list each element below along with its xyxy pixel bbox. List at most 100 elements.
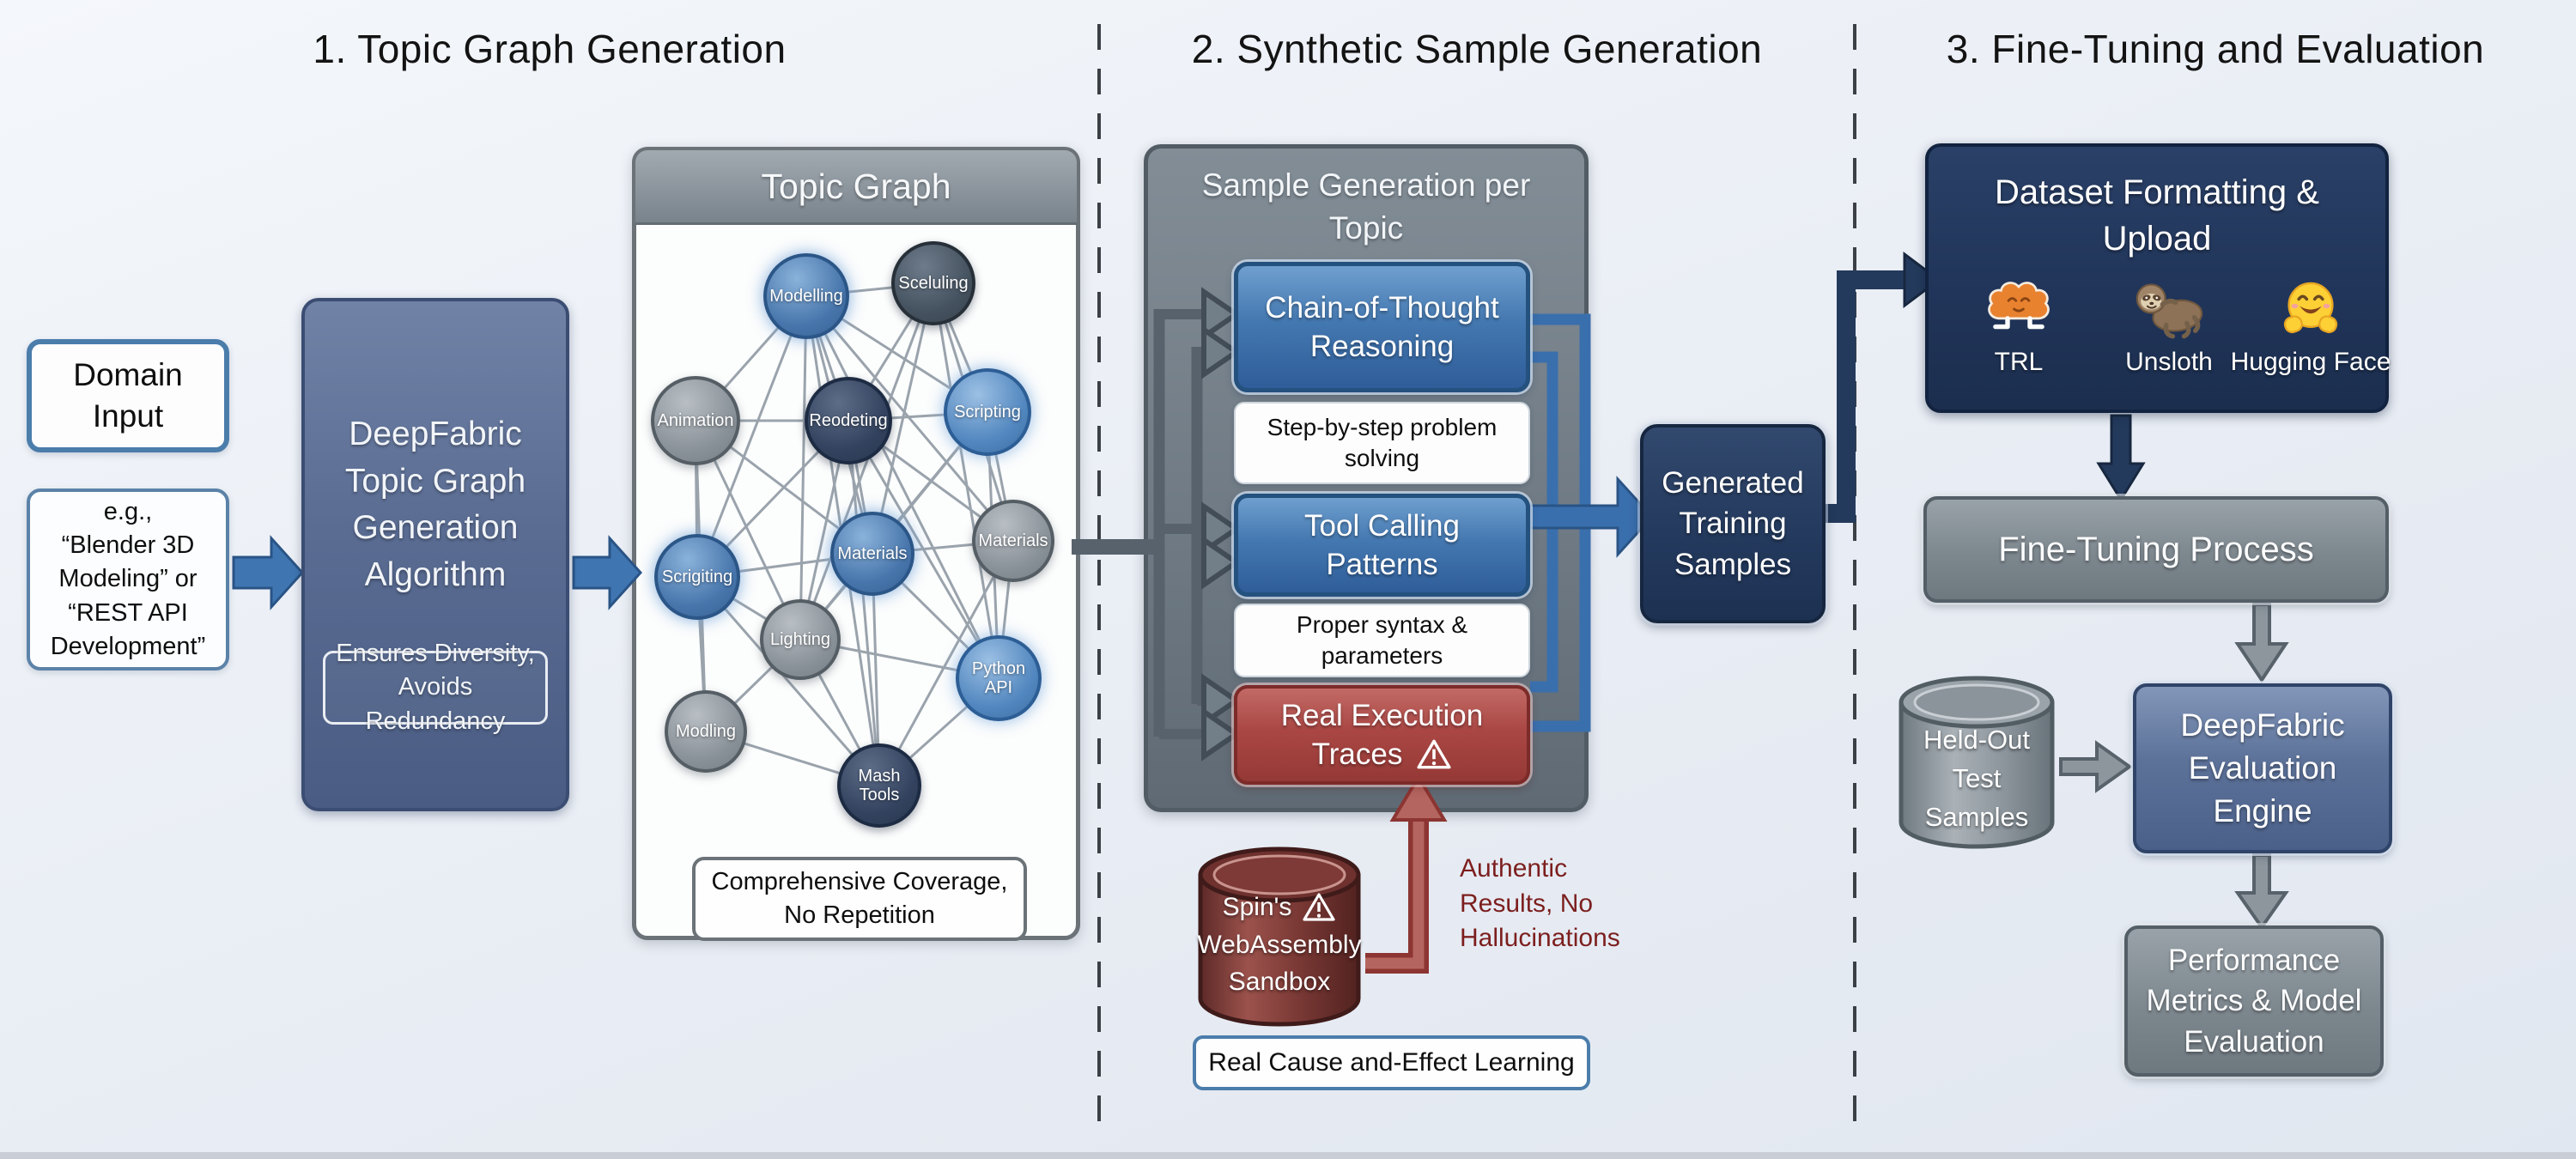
real-execution-traces-box: Real Execution Traces [1234,685,1530,785]
real-execution-line2-row: Traces [1312,735,1453,774]
sloth-icon [2136,283,2203,339]
note-line: Step-by-step problem [1267,413,1498,440]
example-line: Modeling” or [58,565,197,593]
example-line: Development” [50,632,206,660]
tool-label-unsloth: Unsloth [2125,348,2213,376]
cot-line: Chain-of-Thought [1265,290,1499,325]
performance-metrics-box: Performance Metrics & Model Evaluation [2124,925,2384,1077]
cylinder-shape [1198,846,1361,1027]
engine-line: Engine [2213,792,2312,828]
bottom-edge-strip [0,1152,2576,1159]
arrow-algorithm-to-graph [572,535,643,610]
sandbox-label: Spin's WebAssembly Sandbox [1193,889,1366,1001]
evaluation-engine-box: DeepFabric Evaluation Engine [2133,683,2392,853]
note-line: Ensures Diversity, [336,640,535,668]
chain-of-thought-box: Chain-of-Thought Reasoning [1234,262,1530,392]
authentic-line: Hallucinations [1460,924,1620,952]
algorithm-line: Generation [352,509,519,547]
tool-line: Tool Calling [1304,508,1460,543]
warning-icon [1417,739,1451,769]
coverage-note-box: Comprehensive Coverage, No Repetition [692,857,1027,941]
step-by-step-note-box: Step-by-step problem solving [1234,402,1530,484]
arrow-dataset-to-finetuning [2096,414,2146,502]
algorithm-line: Topic Graph [344,462,526,500]
sandbox-line: WebAssembly [1197,930,1362,959]
note-line: Avoids Redundancy [365,673,506,735]
panel-title-line: Topic [1328,209,1404,246]
dataset-title-line: Upload [2102,220,2212,258]
generated-line: Samples [1674,547,1792,581]
held-out-line: Held-Out [1923,725,2031,755]
dataset-title-line: Dataset Formatting & [1995,173,2319,211]
domain-example-box: e.g., “Blender 3D Modeling” or “REST API… [27,488,229,671]
real-execution-line: Real Execution [1280,698,1484,732]
held-out-samples-cylinder: Held-Out Test Samples [1893,675,2061,865]
performance-line: Metrics & Model [2146,984,2362,1018]
coverage-line: Comprehensive Coverage, [711,867,1008,895]
dataset-formatting-box: Dataset Formatting & Upload TRL [1925,143,2391,413]
coverage-line: No Repetition [784,901,935,929]
section-header-topic-graph-generation: 1. Topic Graph Generation [313,27,787,71]
held-out-line: Test [1952,762,2002,793]
note-line: solving [1344,445,1420,471]
warning-icon [1303,893,1335,921]
cylinder-shape [1899,676,2055,849]
tool-label-hugging-face: Hugging Face [2230,348,2391,376]
arrow-engine-to-performance [2234,853,2289,931]
cot-line: Reasoning [1309,330,1455,363]
example-line: “REST API [68,598,188,627]
sample-generation-panel-title: Sample Generation per Topic [1148,164,1584,250]
trl-logo-icon [1988,282,2050,330]
tool-label-trl: TRL [1994,348,2044,376]
authentic-results-note: Authentic Results, No Hallucinations [1460,852,1674,956]
algorithm-line: Algorithm [364,555,507,593]
generated-training-samples-box: Generated Training Samples [1640,424,1826,623]
arrow-input-to-algorithm [232,535,305,610]
connector-sandbox-to-real-inner [1365,817,1425,969]
authentic-line: Results, No [1460,889,1594,918]
tool-hugging-face: Hugging Face [2231,277,2391,377]
sandbox-line: Sandbox [1228,968,1331,996]
tool-calling-box: Tool Calling Patterns [1234,494,1530,597]
generated-line: Training [1679,507,1787,541]
proper-syntax-note-box: Proper syntax & parameters [1234,604,1530,677]
held-out-line: Samples [1924,801,2029,832]
cause-effect-label: Real Cause and-Effect Learning [1208,1048,1575,1077]
sandbox-line1-row: Spin's [1193,889,1366,926]
sandbox-line: Spin's [1222,893,1292,921]
tool-line: Patterns [1326,548,1438,581]
engine-line: DeepFabric [2180,707,2345,743]
connector-generated-to-dataset [1826,270,1905,523]
topic-graph-panel: Topic Graph [632,147,1080,940]
engine-line: Evaluation [2188,750,2337,786]
panel-title-line: Sample Generation per [1201,167,1531,203]
domain-input-line: Domain [73,356,183,392]
note-line: parameters [1321,642,1443,669]
arrow-heldout-to-engine [2059,740,2133,793]
example-line: e.g., [103,498,153,526]
fine-tuning-process-box: Fine-Tuning Process [1923,496,2389,603]
generated-line: Generated [1662,466,1804,501]
connector-sandbox-to-real-outer [1365,817,1429,974]
fine-tuning-label: Fine-Tuning Process [1998,530,2314,568]
algorithm-line: DeepFabric [349,416,522,452]
wasm-sandbox-cylinder: Spin's WebAssembly Sandbox [1193,844,1366,1041]
hugging-face-icon [2283,282,2338,334]
held-out-label: Held-Out Test Samples [1893,721,2061,837]
diversity-note-box: Ensures Diversity, Avoids Redundancy [323,640,548,735]
performance-line: Evaluation [2184,1024,2324,1059]
section-header-synthetic-sample-generation: 2. Synthetic Sample Generation [1191,27,1763,71]
tool-unsloth: Unsloth [2100,277,2238,377]
cause-effect-note-box: Real Cause and-Effect Learning [1193,1035,1590,1090]
domain-input-box: Domain Input [27,339,229,452]
real-execution-line: Traces [1311,737,1403,771]
performance-line: Performance [2167,944,2341,978]
note-line: Proper syntax & [1296,610,1468,638]
tool-trl: TRL [1954,277,2083,377]
topic-graph-panel-title: Topic Graph [635,150,1077,225]
authentic-line: Authentic [1460,854,1568,883]
domain-input-line: Input [92,398,164,434]
example-line: “Blender 3D [61,531,195,560]
section-header-fine-tuning-evaluation: 3. Fine-Tuning and Evaluation [1946,27,2485,71]
